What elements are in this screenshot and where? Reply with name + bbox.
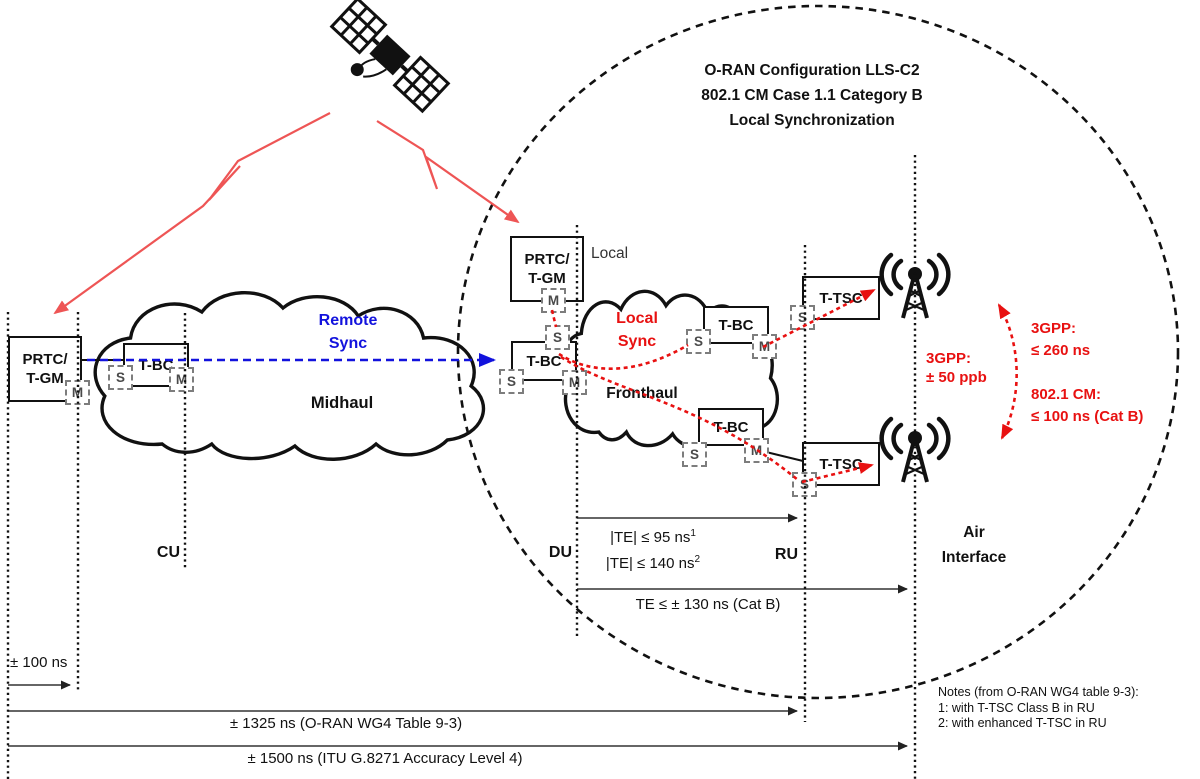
cm-line2: ≤ 100 ns (Cat B) — [1031, 408, 1144, 425]
te-du-ru-label: |TE| ≤ 95 ns1 |TE| ≤ 140 ns2 — [578, 523, 728, 575]
m1325-label: ± 1325 ns (O-RAN WG4 Table 9-3) — [229, 715, 463, 732]
te95-label: |TE| ≤ 95 ns1 — [610, 528, 696, 546]
footnote-2: 2: with enhanced T-TSC in RU — [938, 716, 1107, 730]
connector-line — [765, 451, 804, 462]
te130-label: TE ≤ ± 130 ns (Cat B) — [635, 596, 781, 613]
cell-tower-antenna-upper — [882, 255, 949, 318]
master-port: M — [169, 367, 194, 392]
master-port: M — [752, 334, 777, 359]
remote-sync-label: Remote Sync — [302, 309, 394, 355]
fronthaul-label: Fronthaul — [606, 385, 678, 402]
local-gnss-label: Local — [591, 245, 629, 262]
m1500-label: ± 1500 ns (ITU G.8271 Accuracy Level 4) — [247, 750, 523, 767]
box-label: T-GM — [26, 370, 64, 387]
box-label: T-TSC — [819, 289, 863, 307]
slave-port: S — [792, 472, 817, 497]
local-sync-line1: Local — [616, 310, 658, 327]
diagram-title: O-RAN Configuration LLS-C2 802.1 CM Case… — [662, 58, 962, 133]
box-label: T-GM — [528, 270, 566, 287]
slave-port: S — [108, 365, 133, 390]
cu-label: CU — [156, 544, 180, 561]
remote-sync-line1: Remote — [318, 312, 378, 329]
footnote-header: Notes (from O-RAN WG4 table 9-3): — [938, 685, 1139, 699]
te95-footnote-ref: 1 — [690, 528, 696, 539]
du-label: DU — [548, 544, 572, 561]
footnotes: Notes (from O-RAN WG4 table 9-3): 1: wit… — [938, 685, 1139, 732]
gpp-frequency-annotation: 3GPP: ± 50 ppb — [926, 349, 987, 387]
remote-sync-line2: Sync — [328, 335, 368, 352]
slave-port: S — [686, 329, 711, 354]
local-sync-label: Local Sync — [593, 307, 681, 353]
footnote-1: 1: with T-TSC Class B in RU — [938, 700, 1095, 715]
cell-tower-antenna-lower — [882, 419, 949, 482]
ru-label: RU — [774, 546, 798, 563]
box-label: PRTC/ — [524, 251, 570, 268]
gpp-freq-line1: 3GPP: — [926, 350, 972, 367]
master-port: M — [65, 380, 90, 405]
air-interface-line2: Interface — [941, 549, 1007, 566]
box-label: T-TSC — [819, 455, 863, 473]
te140-footnote-ref: 2 — [694, 554, 701, 565]
cm-annotation: 802.1 CM: ≤ 100 ns (Cat B) — [1031, 384, 1143, 428]
box-label: T-BC — [526, 352, 562, 370]
local-sync-line2: Sync — [617, 333, 657, 350]
slave-port: S — [499, 369, 524, 394]
master-port: M — [744, 438, 769, 463]
slave-port: S — [545, 325, 570, 350]
te140-label: |TE| ≤ 140 ns2 — [605, 554, 701, 572]
gnss-satellite-icon — [329, 0, 451, 114]
gpp-freq-line2: ± 50 ppb — [926, 369, 987, 386]
gpp-te-line2: ≤ 260 ns — [1031, 342, 1091, 359]
gpp-te-line1: 3GPP: — [1031, 320, 1077, 337]
gpp-te-annotation: 3GPP: ≤ 260 ns — [1031, 318, 1090, 362]
slave-port: S — [682, 442, 707, 467]
midhaul-label: Midhaul — [310, 394, 374, 412]
m100-label: ± 100 ns — [10, 654, 68, 671]
air-interface-line1: Air — [963, 524, 985, 541]
sync-boundary-circle — [456, 4, 1180, 700]
box-label: T-BC — [718, 316, 754, 334]
gnss-signal-arrow-right — [376, 120, 520, 224]
title-line-3: Local Synchronization — [729, 112, 895, 129]
air-interface-label: Air Interface — [918, 520, 1030, 570]
title-line-2: 802.1 CM Case 1.1 Category B — [701, 87, 923, 104]
cm-line1: 802.1 CM: — [1031, 386, 1102, 403]
box-label: PRTC/ — [22, 351, 68, 368]
tbc-box-left: T-BC — [123, 343, 189, 387]
master-port: M — [541, 288, 566, 313]
title-line-1: O-RAN Configuration LLS-C2 — [704, 62, 920, 79]
slave-port: S — [790, 305, 815, 330]
box-label: T-BC — [713, 418, 749, 436]
gnss-signal-arrow-left — [53, 112, 331, 315]
tbc-box-upper: T-BC — [703, 306, 769, 344]
